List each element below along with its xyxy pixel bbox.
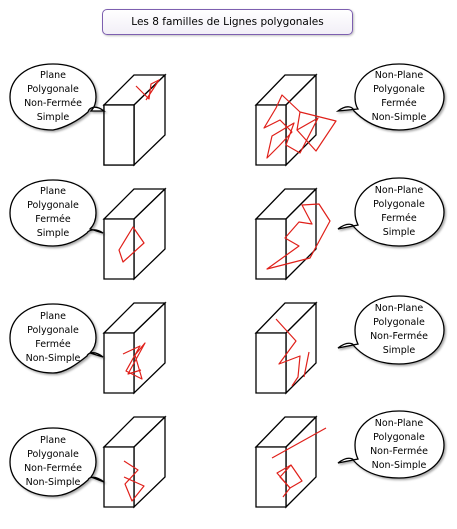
label-line: Fermée [381,213,417,224]
label-line: Non-Simple [25,477,81,488]
cube-left-4 [102,415,167,509]
polyline-right-4c [276,464,292,498]
label-line: Simple [382,227,416,238]
cube-right-4 [254,415,318,509]
label-line: Non-Fermée [370,446,428,457]
label-line: Non-Plane [374,303,424,314]
polyline-right-1 [263,94,319,159]
bubble-left-1 [9,63,106,131]
label-line: Fermée [35,339,71,350]
cube-left-1 [102,73,167,167]
polyline-left-3 [122,342,146,380]
polyline-left-2 [118,226,145,263]
label-line: Polygonale [27,200,79,211]
label-line: Non-Simple [25,353,81,364]
bubble-right-4 [337,410,445,479]
polyline-right-3 [275,318,301,387]
label-line: Polygonale [373,317,425,328]
label-line: Fermée [381,98,417,109]
bubble-label-left-2: Plane Polygonale Fermée Simple [7,184,99,242]
label-line: Non-Fermée [370,331,428,342]
cube-left-2 [102,187,167,281]
bubble-label-right-3: Non-Plane Polygonale Non-Fermée Simple [353,301,445,359]
bubble-label-right-2: Non-Plane Polygonale Fermée Simple [353,183,445,241]
label-line: Fermée [35,214,71,225]
label-line: Non-Simple [371,112,427,123]
label-line: Polygonale [373,199,425,210]
label-line: Non-Simple [371,460,427,471]
label-line: Polygonale [373,432,425,443]
polyline-left-4 [123,460,145,502]
label-line: Non-Plane [374,418,424,429]
page-title: Les 8 familles de Lignes polygonales [102,9,353,35]
cube-right-3 [254,301,318,395]
label-line: Non-Fermée [24,98,82,109]
bubble-label-left-3: Plane Polygonale Fermée Non-Simple [7,309,99,367]
bubble-right-1 [335,63,445,131]
label-line: Plane [39,70,67,81]
label-line: Non-Plane [374,185,424,196]
bubble-label-left-1: Plane Polygonale Non-Fermée Simple [7,68,99,126]
polyline-right-4 [271,427,327,459]
bubble-left-3 [9,303,104,374]
label-line: Simple [36,112,70,123]
polyline-right-2 [266,203,331,270]
bubble-label-left-4: Plane Polygonale Non-Fermée Non-Simple [7,433,99,491]
label-line: Plane [39,186,67,197]
label-line: Polygonale [27,325,79,336]
bubble-left-2 [9,179,104,247]
label-line: Polygonale [27,84,79,95]
label-line: Polygonale [27,449,79,460]
bubble-right-3 [337,295,445,365]
label-line: Simple [382,345,416,356]
bubble-right-2 [337,177,445,247]
cube-right-1 [254,73,318,167]
label-line: Simple [36,228,70,239]
cube-right-2 [254,187,318,281]
label-line: Non-Fermée [24,463,82,474]
polyline-right-3b [303,351,310,378]
bubble-label-right-1: Non-Plane Polygonale Fermée Non-Simple [353,68,445,126]
cube-left-3 [102,301,167,395]
polyline-left-1 [135,79,160,101]
label-line: Non-Plane [374,70,424,81]
bubble-left-4 [9,427,105,497]
polyline-right-1b [296,111,337,152]
label-line: Plane [39,435,67,446]
label-line: Polygonale [373,84,425,95]
bubble-label-right-4: Non-Plane Polygonale Non-Fermée Non-Simp… [353,416,445,474]
label-line: Plane [39,311,67,322]
